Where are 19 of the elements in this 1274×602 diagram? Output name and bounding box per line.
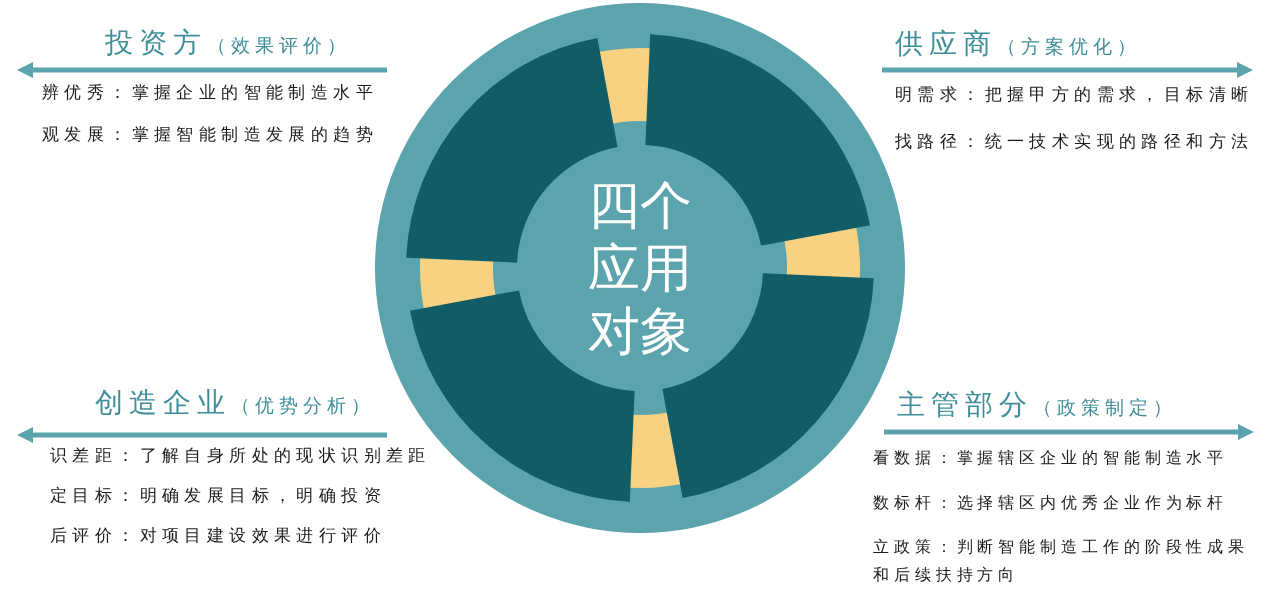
group-subtitle: （方案优化） <box>997 35 1141 59</box>
group-title: 投资方 <box>105 26 207 60</box>
group-title: 主管部分 <box>897 388 1033 422</box>
group-title: 创造企业 <box>95 386 231 420</box>
group-subtitle: （效果评价） <box>207 34 351 58</box>
group-subtitle: （政策制定） <box>1033 396 1177 420</box>
description-text: 立政策：判断智能制造工作的阶段性成果和后续扶持方向 <box>873 537 1251 585</box>
description-text: 看数据：掌握辖区企业的智能制造水平 <box>873 448 1230 468</box>
description-text: 观发展：掌握智能制造发展的趋势 <box>42 124 378 146</box>
description-text: 找路径：统一技术实现的路径和方法 <box>895 131 1254 153</box>
description-text: 辨优秀：掌握企业的智能制造水平 <box>42 82 378 104</box>
center-title: 四个应用对象 <box>587 174 693 362</box>
group-title: 供应商 <box>895 27 997 61</box>
description-text: 后评价：对项目建设效果进行评价 <box>50 525 386 547</box>
group-subtitle: （优势分析） <box>231 394 375 418</box>
description-text: 数标杆：选择辖区内优秀企业作为标杆 <box>873 493 1230 513</box>
description-text: 明需求：把握甲方的需求，目标清晰 <box>895 84 1254 106</box>
description-text: 定目标：明确发展目标，明确投资 <box>50 485 386 507</box>
description-text: 识差距：了解自身所处的现状识别差距 <box>50 445 431 467</box>
